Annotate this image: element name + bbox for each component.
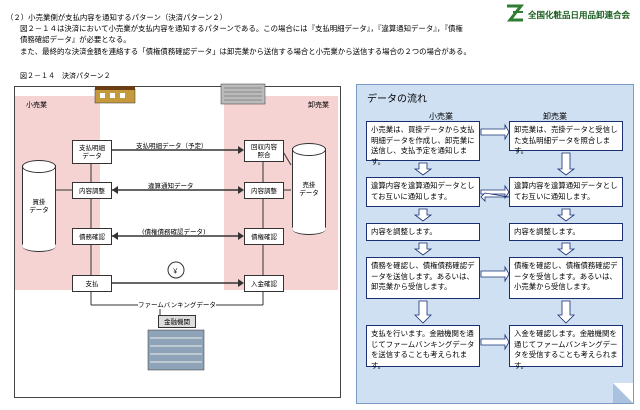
- flow-left-step-4: 債務を確認し、債権債務確認データを送信します。あるいは、卸売業から受信します。: [366, 257, 480, 299]
- logo-mark-icon: [506, 4, 525, 22]
- credit-confirm-box: 債権確認: [244, 228, 284, 245]
- right-actor-label: 卸売業: [308, 101, 329, 109]
- payment-box: 支払: [72, 275, 112, 292]
- deposit-confirm-box: 入金確認: [244, 275, 284, 292]
- flow-right-step-4: 債権を確認し、債権債務確認データを受信します。あるいは、小売業から受信します。: [509, 257, 623, 299]
- intro-line-1: （２）小売業側が支払内容を通知するパターン（決済パターン２）: [6, 13, 227, 22]
- collection-check-box: 回収内容 照合: [244, 140, 284, 162]
- content-adjust-right-box: 内容調整: [244, 182, 284, 199]
- payment-detail-box: 支払明細 データ: [72, 140, 112, 164]
- left-actor-label: 小売業: [26, 101, 47, 109]
- flow-left-head: 小売業: [429, 112, 453, 121]
- flow-arrows: [413, 123, 633, 403]
- figure-title: 図２－１４ 決済パターン２: [20, 72, 111, 80]
- organization-logo: 全国化粧品日用品卸連合会: [504, 3, 636, 27]
- intro-line-2: 図２－１４は決済において小売業が支払内容を通知するパターンである。この場合には『…: [20, 24, 463, 34]
- flow-left-step-5: 支払を行います。金融機関を通じてファームバンキングデータを送信することも考えられ…: [366, 325, 480, 370]
- flow-right-step-5: 入金を確認します。金融機関を通じてファームバンキングデータを受信することも考えら…: [509, 325, 623, 370]
- sales-data-cylinder: 売掛 データ: [292, 143, 326, 235]
- intro-text: （２）小売業側が支払内容を通知するパターン（決済パターン２） 図２－１４は決済に…: [6, 12, 606, 57]
- data-flow-panel: データの流れ 小売業 卸売業 小売業は、買掛データから支払明細データを作成し、卸…: [356, 84, 634, 404]
- flow-left-step-2: 違算内容を違算通知データとしてお互いに通知します。: [366, 177, 480, 207]
- data-flow-title: データの流れ: [367, 94, 427, 105]
- bank-building-icon: [147, 329, 205, 371]
- purchase-data-cylinder: 買掛 データ: [22, 160, 56, 252]
- flow-left-step-3: 内容を調整します。: [366, 223, 480, 241]
- flow-left-step-1: 小売業は、買掛データから支払明細データを作成し、卸売業に送信し、支払予定を通知し…: [366, 121, 480, 166]
- payment-detail-data-label: 支払明細データ（予定）: [136, 142, 208, 150]
- wholesaler-building-icon: [220, 83, 266, 105]
- intro-line-4: また、最終的な決済金額を連絡する「債権債務確認データ」は卸売業から送信する場合と…: [20, 46, 471, 56]
- content-adjust-left-box: 内容調整: [72, 182, 112, 199]
- flow-right-head: 卸売業: [543, 112, 567, 121]
- balance-confirm-label: (債権債務確認データ): [142, 228, 206, 236]
- sales-data-label: 売掛 データ: [299, 181, 319, 197]
- flow-right-step-3: 内容を調整します。: [509, 223, 623, 241]
- diagram-center-area: [100, 96, 224, 290]
- bank-box: 金融機関: [158, 315, 196, 328]
- flow-right-step-2: 違算内容を違算通知データとしてお互いに通知します。: [509, 177, 623, 207]
- debt-confirm-box: 債務確認: [72, 228, 112, 245]
- intro-line-3: 債務確認データ』が必要となる。: [20, 35, 131, 45]
- yen-label: ￥: [172, 267, 179, 275]
- purchase-data-label: 買掛 データ: [29, 198, 49, 214]
- organization-name: 全国化粧品日用品卸連合会: [528, 11, 631, 21]
- discrepancy-notice-label: 違算通知データ: [148, 182, 194, 190]
- firm-banking-label: ファームバンキングデータ: [138, 299, 216, 309]
- flow-right-step-1: 卸売業は、売掛データと受信した支払明細データを照合します。: [509, 121, 623, 155]
- retail-store-icon: [94, 86, 136, 104]
